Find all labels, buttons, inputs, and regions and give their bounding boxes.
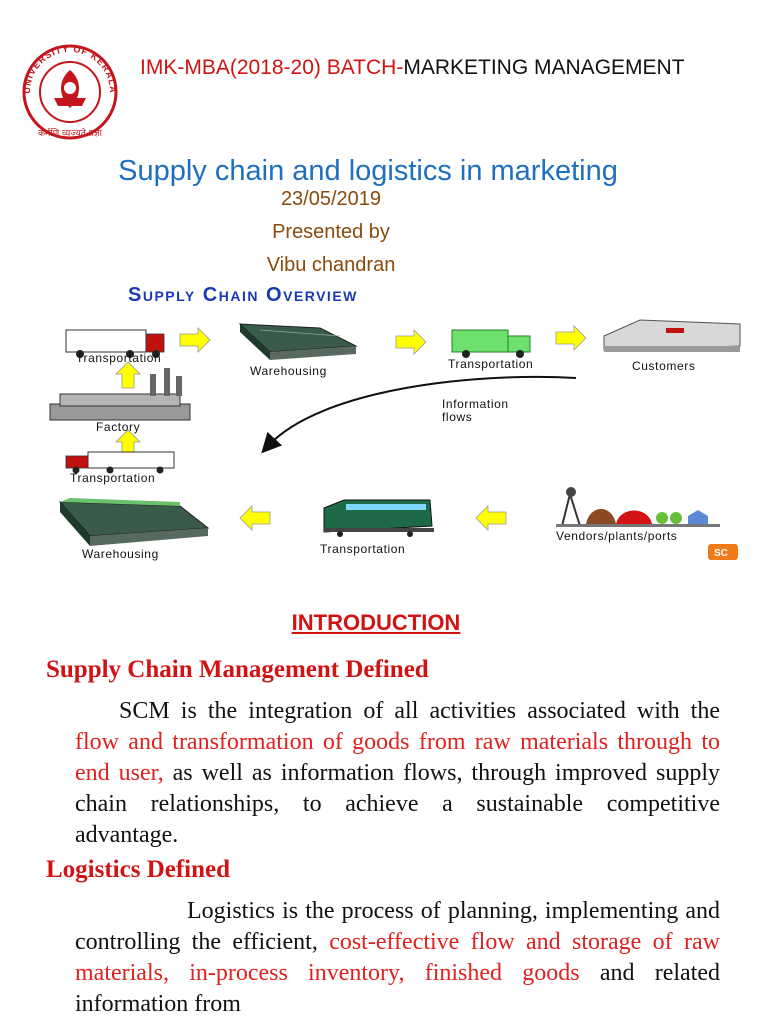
page-title: Supply chain and logistics in marketing	[118, 155, 618, 187]
scm-text-2: as well as information flows, through im…	[75, 760, 720, 848]
label-warehousing-bottom: Warehousing	[82, 547, 159, 561]
logistics-highlight: cost-effective flow and storage of raw m…	[75, 929, 720, 986]
truck-icon	[451, 329, 531, 358]
seal-motto: कर्मणि व्यज्यते प्रज्ञा	[38, 127, 103, 139]
flow-arrow-right-icon	[395, 329, 427, 355]
flow-arrow-left-icon	[239, 505, 271, 531]
label-warehousing-top: Warehousing	[250, 364, 327, 378]
logistics-paragraph: Logistics is the process of planning, im…	[75, 896, 720, 1020]
supply-chain-diagram: Transportation Warehousing Transportatio…	[49, 319, 741, 561]
label-transport-mid-left: Transportation	[70, 471, 155, 485]
corner-badge	[708, 544, 738, 560]
flow-arrow-left-icon	[475, 505, 507, 531]
flow-arrow-right-icon	[179, 327, 211, 353]
logistics-heading: Logistics Defined	[46, 856, 231, 883]
truck-icon	[65, 329, 165, 358]
label-factory: Factory	[96, 420, 140, 434]
scm-heading: Supply Chain Management Defined	[46, 656, 429, 683]
label-transport-bottom: Transportation	[320, 542, 405, 556]
information-flow-arrow	[261, 375, 577, 454]
label-vendors: Vendors/plants/ports	[556, 529, 677, 543]
label-transport-top-left: Transportation	[76, 351, 161, 365]
truck-icon	[65, 451, 175, 474]
presented-by-label: Presented by	[272, 221, 390, 243]
batch-label: IMK-MBA(2018-20) BATCH-	[140, 56, 404, 79]
label-info-flows-2: flows	[442, 410, 472, 424]
train-icon	[323, 499, 434, 537]
warehouse-icon	[238, 323, 358, 360]
introduction-heading: INTRODUCTION	[291, 610, 461, 635]
logistics-text-2: and related information from	[75, 960, 721, 1017]
vendors-icon	[556, 487, 720, 527]
label-customers: Customers	[632, 359, 695, 373]
university-seal: UNIVERSITY OF KERALA कर्मणि व्यज्यते प्र…	[22, 44, 118, 140]
label-info-flows-1: Information	[442, 397, 509, 411]
presentation-date: 23/05/2019	[280, 188, 382, 210]
scm-highlight: flow and transformation of goods from ra…	[75, 729, 720, 786]
flow-arrow-right-icon	[555, 325, 587, 351]
corner-badge-text: SC	[714, 548, 728, 559]
warehouse-icon	[58, 498, 210, 546]
diagram-title: Supply Chain Overview	[128, 284, 358, 306]
subject-label: MARKETING MANAGEMENT	[403, 56, 685, 79]
scm-paragraph: SCM is the integration of all activities…	[75, 696, 720, 851]
scm-text-1: SCM is the integration of all activities…	[119, 698, 720, 724]
factory-icon	[49, 368, 191, 421]
header-line: IMK-MBA(2018-20) BATCH-MARKETING MANAGEM…	[140, 56, 685, 80]
flow-arrow-up-icon	[115, 361, 141, 389]
logistics-text-1: Logistics is the process of planning, im…	[75, 898, 720, 955]
presenter-name: Vibu chandran	[266, 254, 396, 276]
label-transport-top-mid: Transportation	[448, 357, 533, 371]
store-icon	[603, 319, 741, 352]
